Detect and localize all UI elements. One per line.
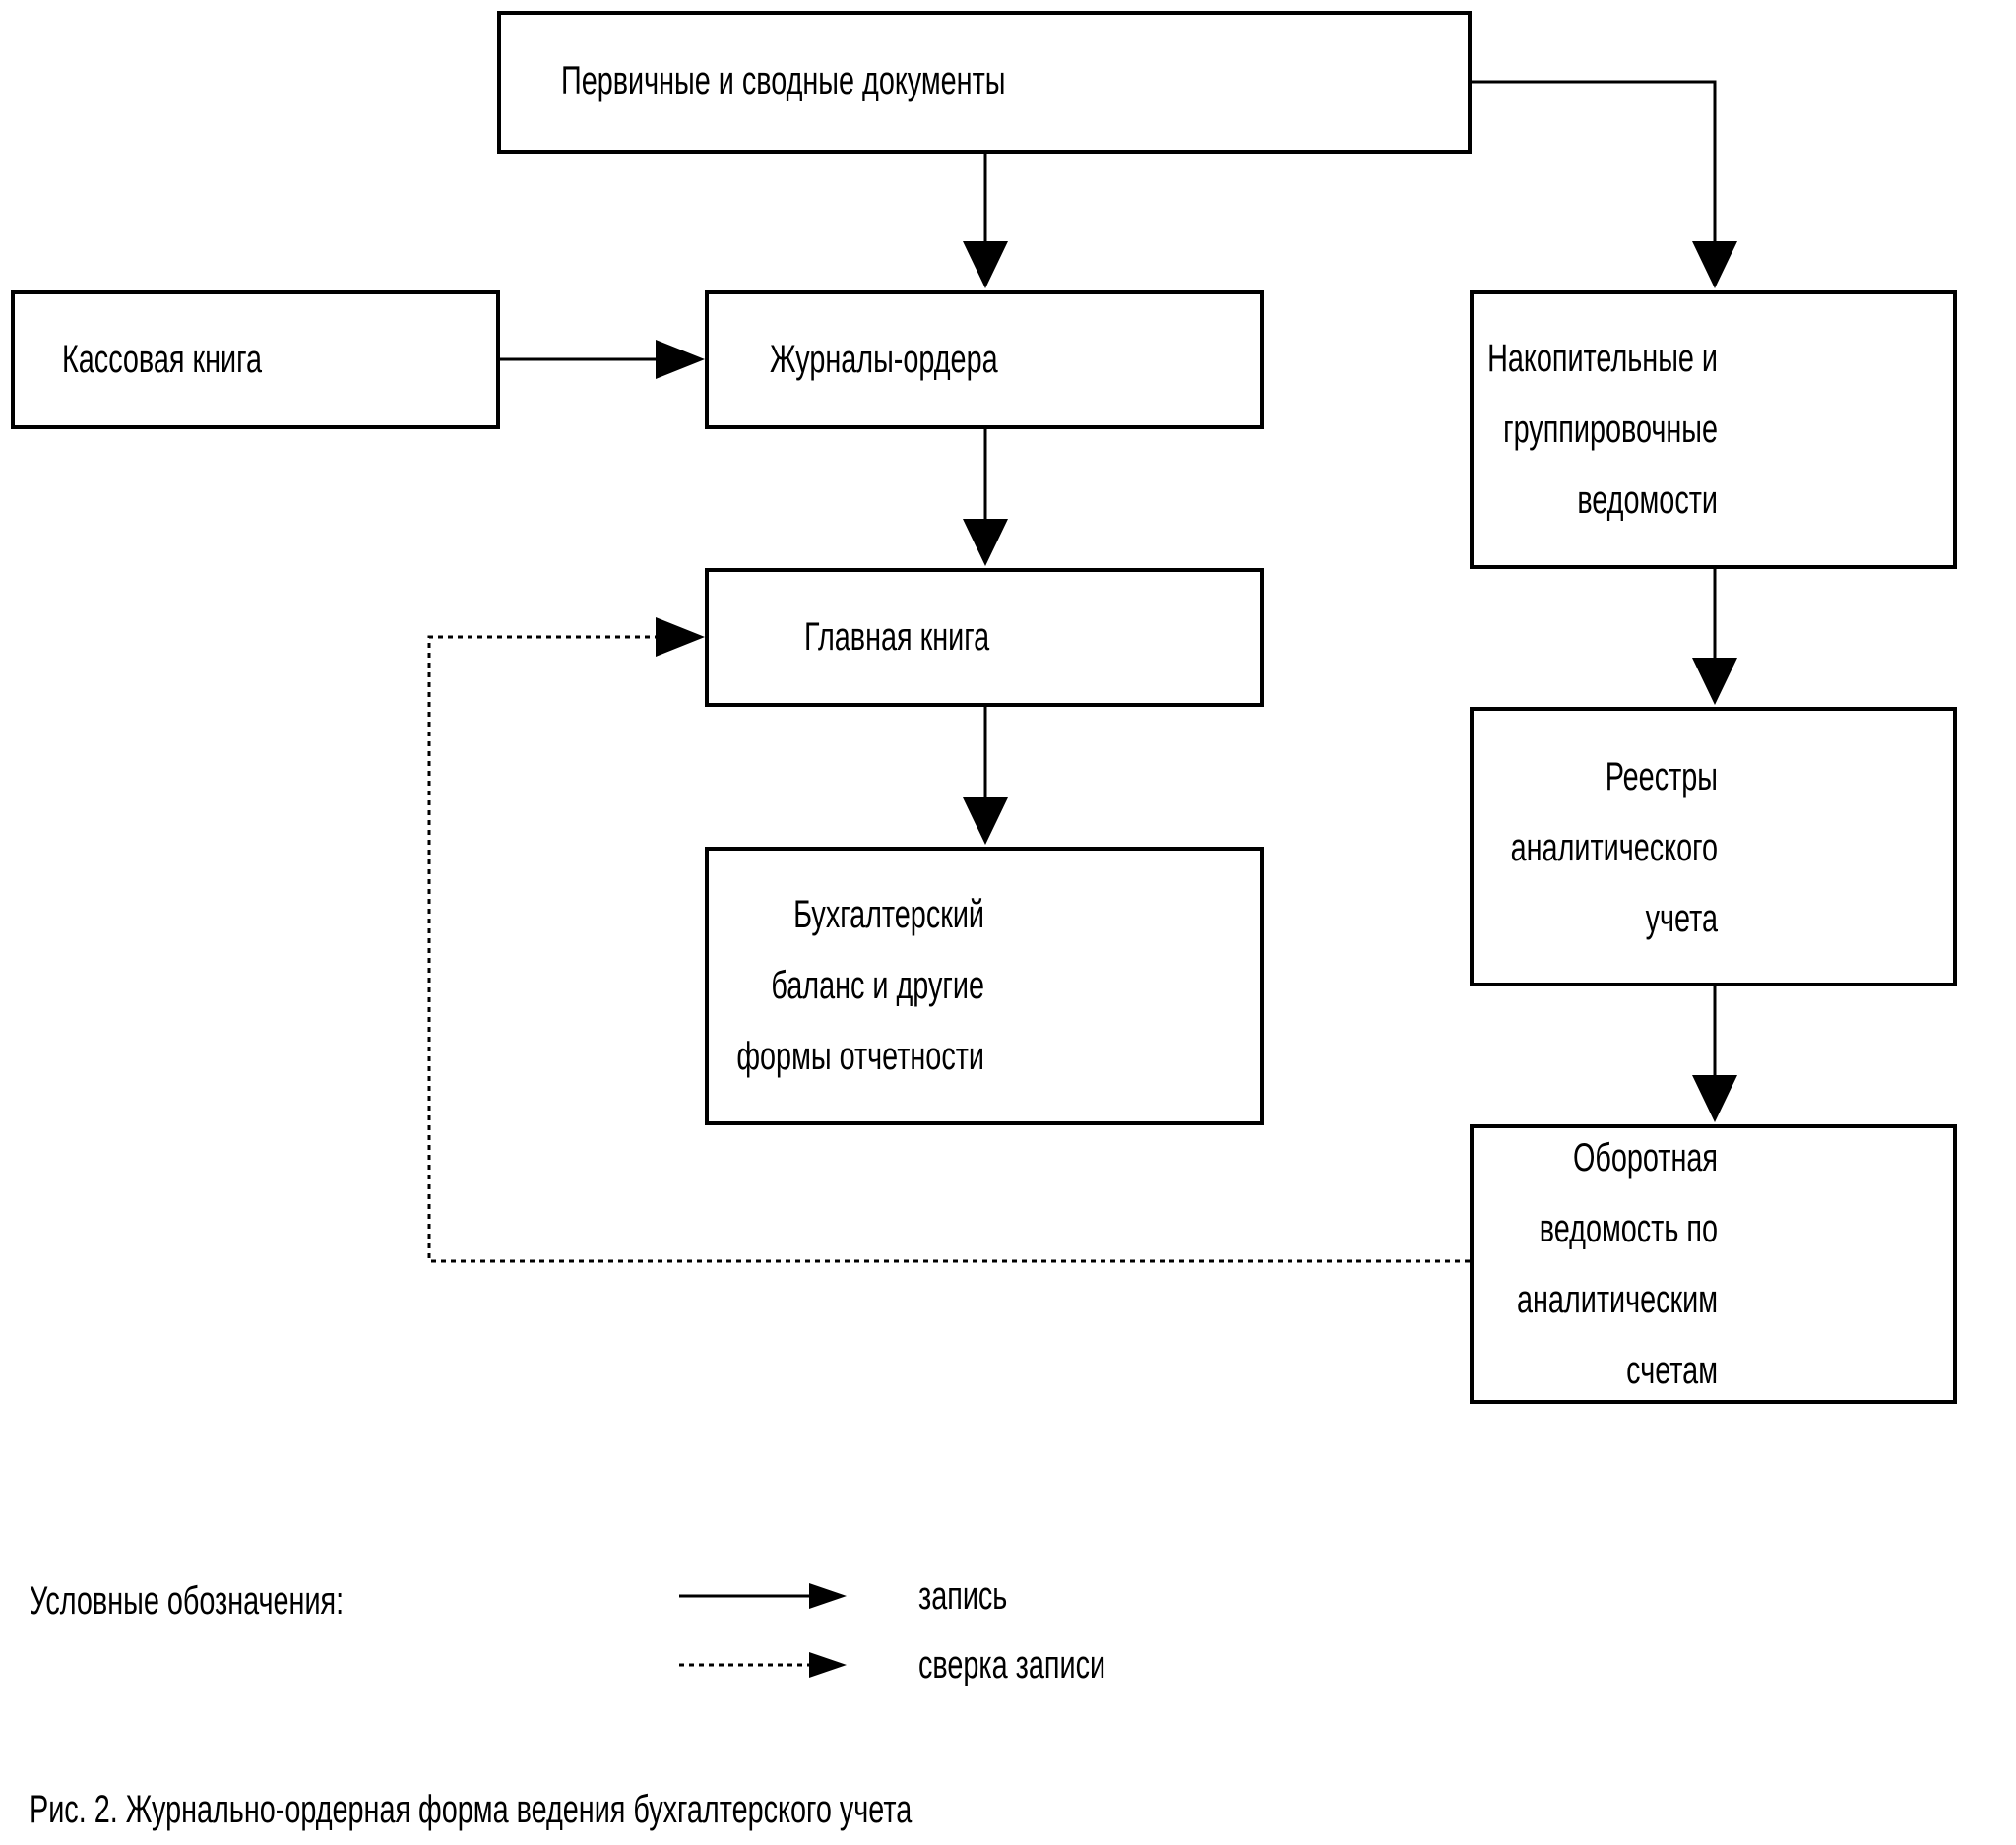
box-registers	[1470, 707, 1957, 986]
arrowhead-dotted-ledger	[656, 617, 705, 657]
box-accumulative	[1470, 290, 1957, 569]
primary-docs-label: Первичные и сводные документы	[561, 59, 1006, 102]
arrowhead-turnover	[1692, 1075, 1737, 1122]
cash-book-label: Кассовая книга	[62, 338, 263, 381]
turnover-line-1: Оборотная	[1572, 1136, 1718, 1179]
turnover-line-4: счетам	[1626, 1349, 1718, 1392]
accumulative-label: Накопительные и группировочные ведомости	[1413, 323, 1718, 536]
box-cash-book	[11, 290, 500, 429]
arrowhead-journals	[963, 241, 1008, 288]
arrowhead-balance	[963, 797, 1008, 845]
figure-caption: Рис. 2. Журнально-ордерная форма ведения…	[30, 1788, 913, 1831]
accumulative-line-3: ведомости	[1577, 478, 1718, 522]
legend-dotted-label: сверка записи	[918, 1643, 1106, 1686]
balance-label: Бухгалтерский баланс и другие формы отче…	[679, 879, 984, 1092]
box-general-ledger	[705, 568, 1264, 707]
arrowhead-registers	[1692, 658, 1737, 705]
registers-line-3: учета	[1645, 897, 1718, 940]
turnover-line-3: аналитическим	[1516, 1278, 1718, 1321]
registers-line-2: аналитического	[1510, 826, 1718, 869]
balance-line-1: Бухгалтерский	[793, 893, 984, 936]
box-turnover	[1470, 1124, 1957, 1404]
balance-line-3: формы отчетности	[736, 1035, 984, 1078]
turnover-label: Оборотная ведомость по аналитическим сче…	[1413, 1122, 1718, 1406]
arrowhead-cashbook	[656, 340, 705, 379]
legend-title: Условные обозначения:	[30, 1579, 345, 1622]
box-balance	[705, 847, 1264, 1125]
registers-label: Реестры аналитического учета	[1413, 741, 1718, 954]
journal-orders-label: Журналы-ордера	[770, 338, 998, 381]
legend-solid-arrowhead	[809, 1583, 847, 1609]
accumulative-line-1: Накопительные и	[1487, 337, 1718, 380]
box-primary-docs	[497, 11, 1472, 154]
general-ledger-label: Главная книга	[804, 615, 990, 659]
turnover-line-2: ведомость по	[1539, 1207, 1718, 1250]
arrowhead-accumulative	[1692, 241, 1737, 288]
dotted-turnover-to-ledger	[427, 635, 1470, 1263]
registers-line-1: Реестры	[1605, 755, 1718, 798]
accumulative-line-2: группировочные	[1503, 408, 1718, 451]
balance-line-2: баланс и другие	[771, 964, 984, 1007]
legend-solid-label: запись	[918, 1574, 1008, 1618]
box-journal-orders	[705, 290, 1264, 429]
arrowhead-ledger	[963, 519, 1008, 566]
arrow-primary-to-accumulative	[1470, 80, 1717, 241]
legend-dotted-arrowhead	[809, 1652, 847, 1678]
